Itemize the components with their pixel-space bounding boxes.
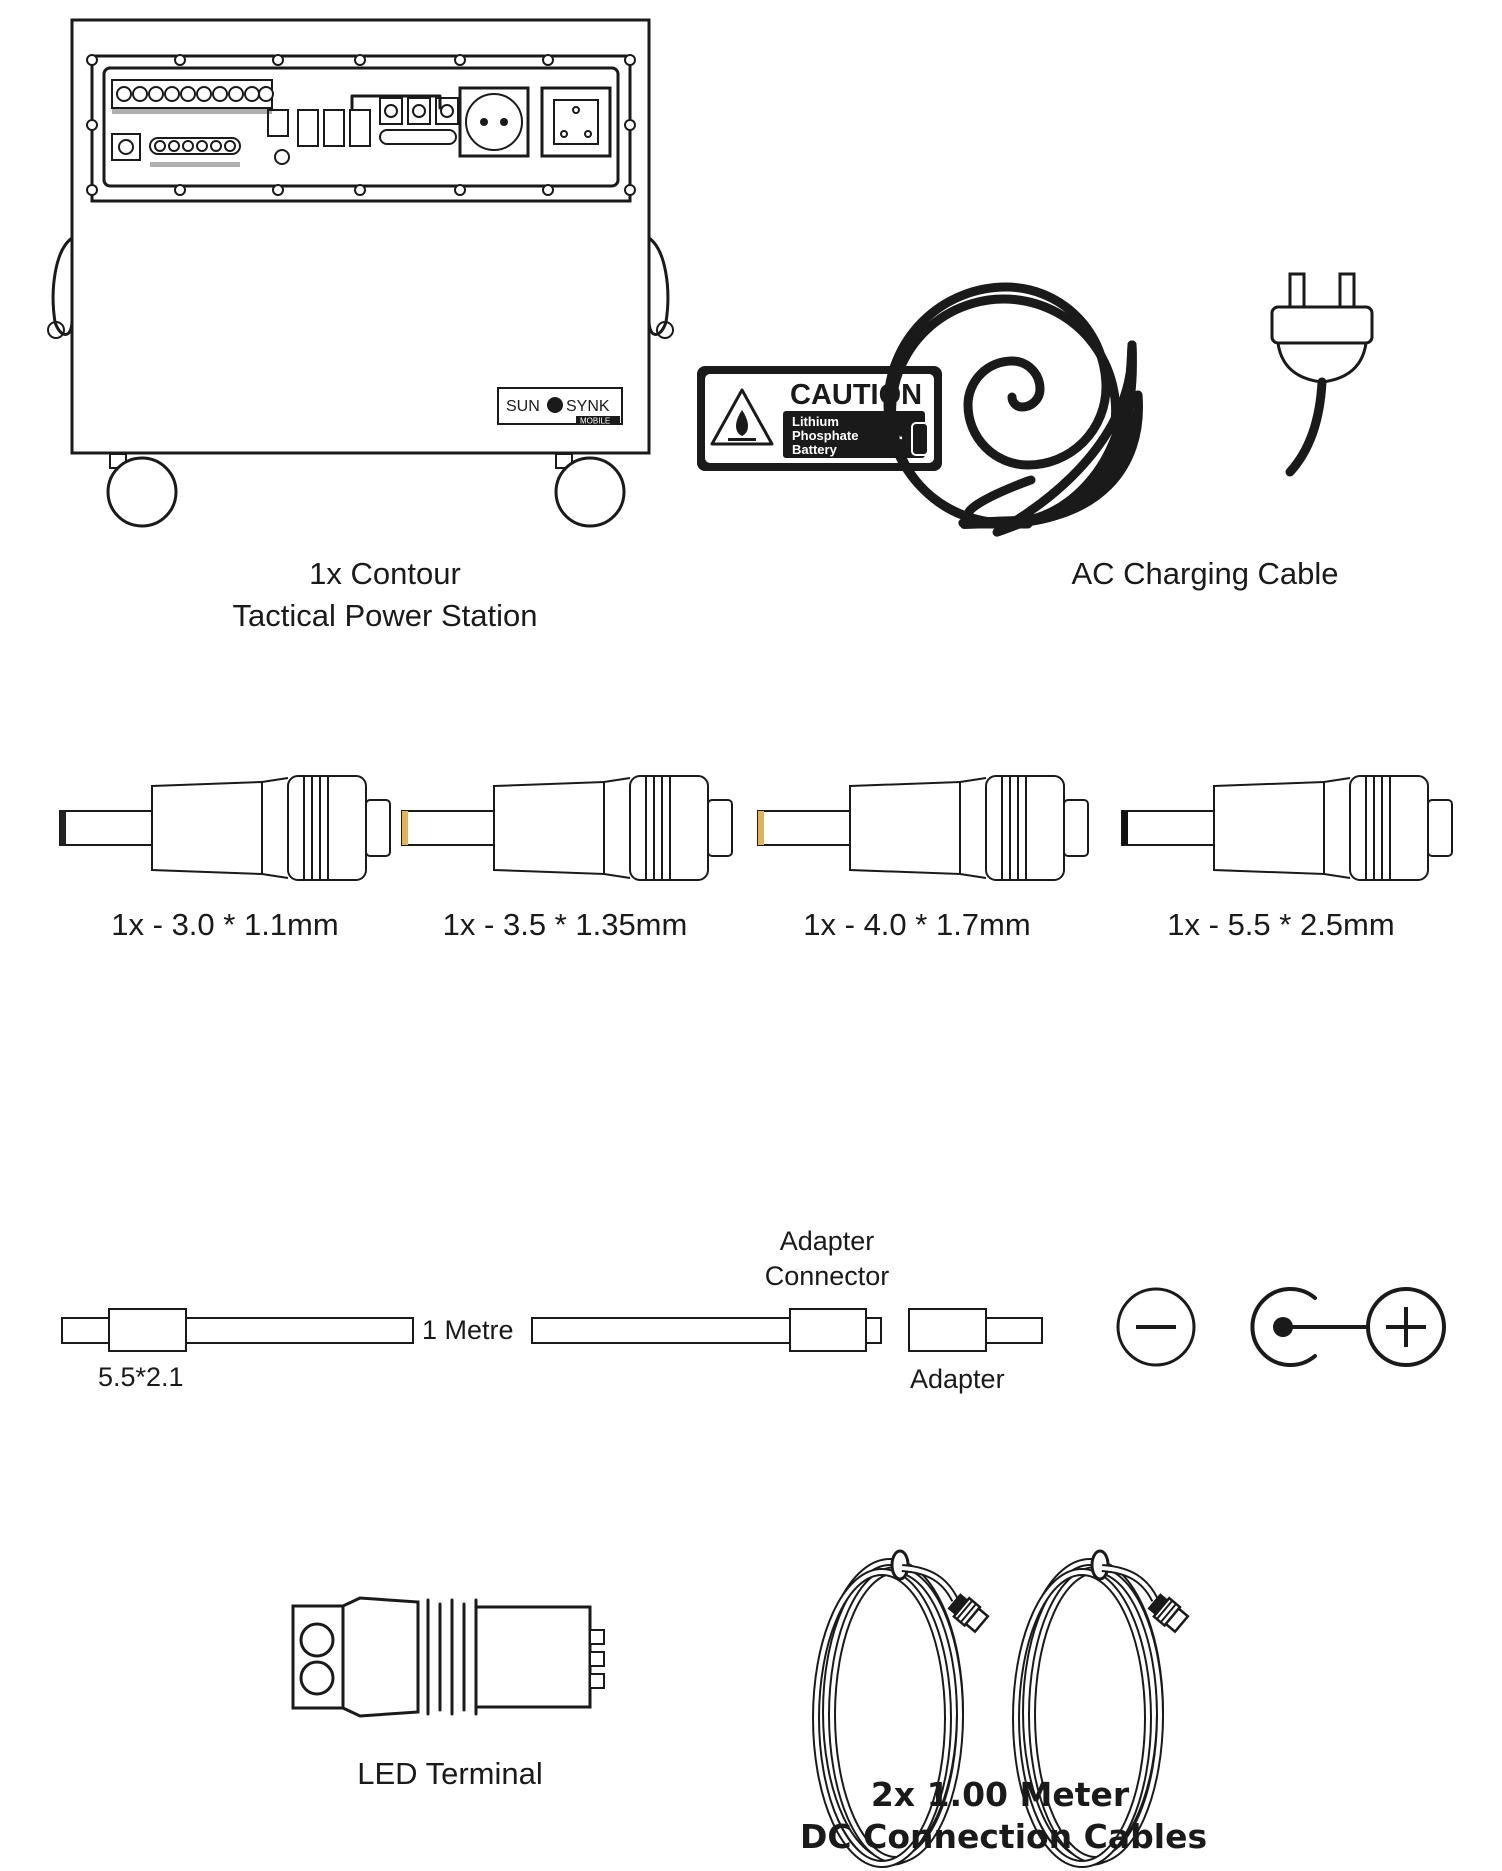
- tip-label-4: 1x - 5.5 * 2.5mm: [1167, 907, 1395, 942]
- caution-label: CAUTION Lithium Phosphate Battery +: [697, 366, 942, 471]
- adapter-connector-line1: Adapter: [779, 1226, 875, 1256]
- cable-diagram: [61, 1287, 1446, 1367]
- dc-cables-line2: DC Connection Cables: [800, 1817, 1208, 1856]
- caution-line2: Phosphate: [792, 428, 858, 443]
- caution-line3: Battery: [792, 442, 838, 457]
- caution-title: CAUTION: [790, 379, 922, 411]
- dc-cables-drawing: [812, 1549, 1190, 1868]
- tip-label-1: 1x - 3.0 * 1.1mm: [111, 907, 339, 942]
- cable-length-label: 1 Metre: [422, 1315, 514, 1345]
- ac-cable-drawing: [883, 272, 1374, 537]
- flame-icon: [736, 410, 748, 436]
- brand-synk-text: SYNK: [566, 398, 610, 415]
- barrel-tip-3: [757, 775, 1089, 881]
- adapter-label: Adapter: [910, 1364, 1005, 1394]
- barrel-tip-1: [59, 775, 391, 881]
- adapter-connector-label: Adapter Connector: [752, 1224, 902, 1294]
- station-label-line2: Tactical Power Station: [232, 598, 538, 633]
- tip-label-3: 1x - 4.0 * 1.7mm: [803, 907, 1031, 942]
- dc-cables-line1: 2x 1.00 Meter: [870, 1775, 1130, 1814]
- tip-label-2: 1x - 3.5 * 1.35mm: [442, 907, 688, 942]
- led-terminal-drawing: [291, 1596, 605, 1718]
- led-terminal-label: LED Terminal: [357, 1756, 543, 1791]
- brand-mobile-text: MOBILE: [580, 417, 610, 426]
- station-label-line1: 1x Contour: [309, 556, 461, 591]
- ac-cable-label: AC Charging Cable: [1071, 556, 1339, 591]
- adapter-connector-line2: Connector: [764, 1261, 890, 1291]
- brand-sun-text: SUN: [506, 398, 540, 415]
- barrel-tips: [59, 775, 1453, 881]
- caution-line1: Lithium: [792, 414, 839, 429]
- plug-size-label: 5.5*2.1: [98, 1362, 184, 1392]
- barrel-tip-2: [401, 775, 733, 881]
- power-station-drawing: SUN SYNK MOBILE: [47, 18, 674, 528]
- barrel-tip-4: [1121, 775, 1453, 881]
- dc-cables-label: 2x 1.00 Meter DC Connection Cables: [800, 1774, 1208, 1858]
- station-label: 1x Contour Tactical Power Station: [170, 553, 600, 637]
